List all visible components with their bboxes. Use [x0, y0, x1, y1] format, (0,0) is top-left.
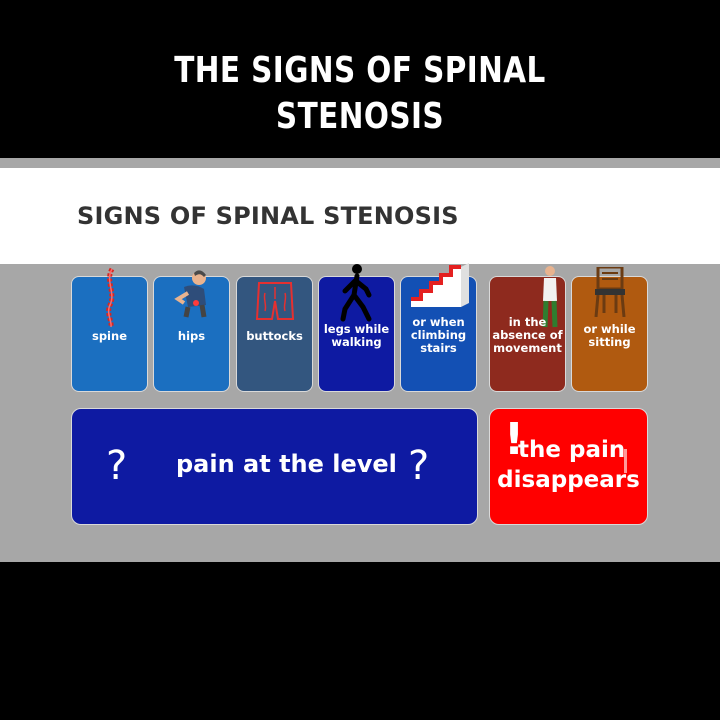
card-label: hips — [177, 329, 206, 343]
card-legs-walking: legs while walking — [318, 264, 395, 392]
walking-person-icon — [340, 264, 372, 322]
relief-line-2: disappears — [497, 467, 640, 493]
spine-icon — [106, 267, 115, 328]
card-label: or while sitting — [583, 322, 636, 349]
standing-person-icon — [542, 266, 558, 328]
card-absence-of-movement: in the absence of movement — [489, 266, 566, 392]
card-label: in the absence of movement — [492, 315, 563, 355]
slide-area: SIGNS OF SPINAL STENOSIS spine hips butt… — [0, 158, 720, 562]
person-holding-hips-icon — [174, 270, 207, 318]
question-mark-right: ? — [408, 443, 430, 489]
card-label: buttocks — [246, 329, 303, 343]
banner: SIGNS OF SPINAL STENOSIS — [0, 168, 720, 264]
exclamation-bar — [624, 449, 627, 473]
card-label: spine — [91, 329, 127, 343]
card-label: legs while walking — [323, 322, 390, 349]
page-title: THE SIGNS OF SPINAL STENOSIS — [174, 50, 546, 137]
pain-text: pain at the level — [176, 450, 397, 478]
card-climbing-stairs: or when climbing stairs — [400, 263, 477, 392]
exclamation-mark: ! — [504, 414, 525, 465]
card-buttocks: buttocks — [236, 276, 313, 392]
pain-at-level-box: ? pain at the level ? — [71, 408, 478, 525]
relief-line-1: the pain — [518, 437, 626, 463]
card-sitting: or while sitting — [571, 267, 648, 392]
question-mark-left: ? — [106, 443, 128, 489]
banner-title: SIGNS OF SPINAL STENOSIS — [77, 202, 459, 230]
card-hips: hips — [153, 270, 230, 392]
card-label: or when climbing stairs — [410, 315, 467, 355]
pain-disappears-box: ! the pain disappears — [489, 408, 648, 525]
buttocks-icon — [255, 282, 295, 320]
chair-icon — [594, 267, 626, 317]
card-spine: spine — [71, 267, 148, 392]
stairs-icon — [411, 263, 469, 307]
